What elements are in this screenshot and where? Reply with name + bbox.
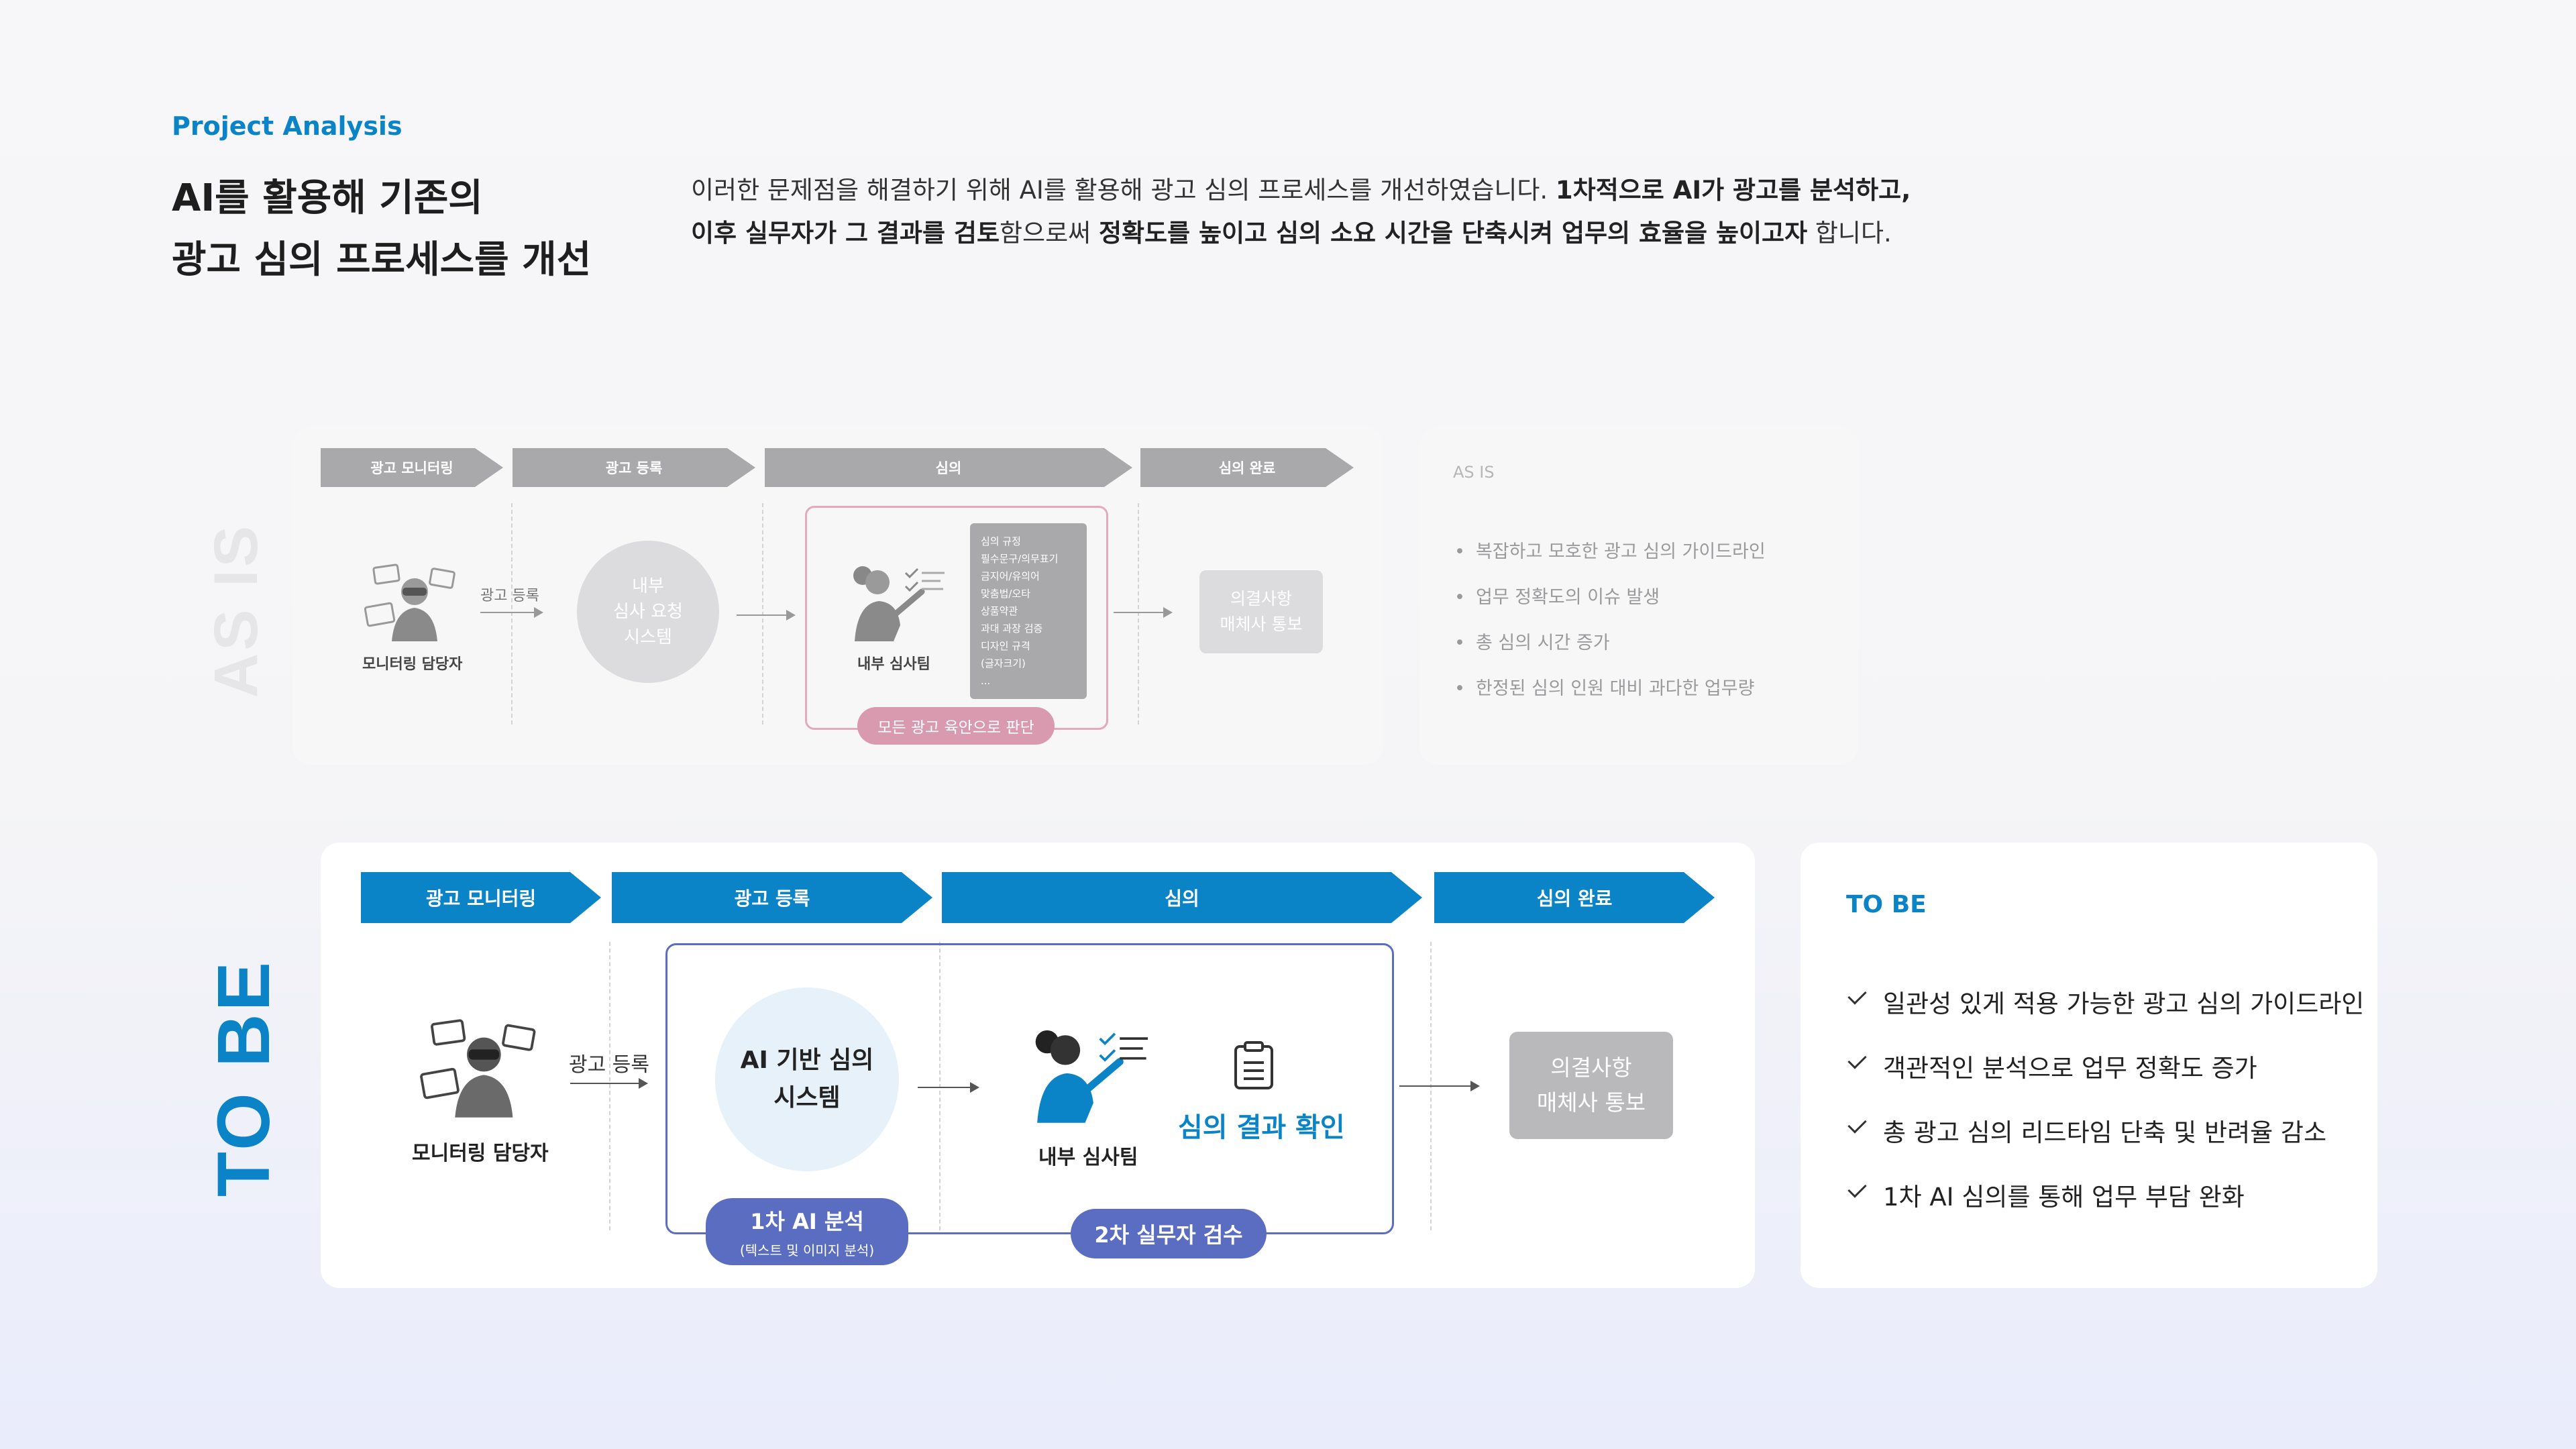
rule-item: 상품약관 — [981, 605, 1018, 617]
result-text: 의결사항 — [1230, 589, 1292, 608]
system-text: 시스템 — [624, 627, 672, 647]
ai-analysis-pill: 1차 AI 분석 (텍스트 및 이미지 분석) — [706, 1198, 908, 1265]
list-item-text: 객관적인 분석으로 업무 정확도 증가 — [1883, 1054, 2257, 1083]
rules-list: 심의 규정 필수문구/의무표기 금지어/유의어 맞춤법/오타 상품약관 과대 과… — [970, 523, 1087, 699]
divider — [762, 503, 763, 724]
desc-line-1: 이러한 문제점을 해결하기 위해 AI를 활용해 광고 심의 프로세스를 개선하… — [691, 169, 1911, 212]
check-result-label: 심의 결과 확인 — [1178, 1112, 1345, 1143]
check-icon — [1847, 1050, 1867, 1069]
system-text: 심사 요청 — [613, 602, 683, 622]
rule-item: (글자크기) — [981, 657, 1026, 669]
team-label: 내부 심사팀 — [1038, 1146, 1138, 1169]
result-text: 매체사 통보 — [1220, 614, 1303, 634]
monitoring-person-icon — [364, 564, 455, 641]
pill-main-text: 1차 AI 분석 — [750, 1208, 864, 1234]
to-be-benefit-list: 일관성 있게 적용 가능한 광고 심의 가이드라인 객관적인 분석으로 업무 정… — [1846, 983, 2364, 1241]
reviewer-icon — [853, 566, 945, 641]
rule-item: 필수문구/의무표기 — [981, 553, 1059, 565]
reviewer-icon — [1035, 1030, 1148, 1123]
description: 이러한 문제점을 해결하기 위해 AI를 활용해 광고 심의 프로세스를 개선하… — [691, 169, 1911, 255]
as-is-stage-complete: 심의 완료 — [1140, 448, 1354, 487]
desc-emphasis: 1차적으로 AI가 광고를 분석하고, — [1555, 176, 1911, 205]
arrow-icon — [918, 1082, 979, 1093]
list-item: 업무 정확도의 이슈 발생 — [1454, 582, 1766, 628]
divider — [511, 503, 513, 724]
desc-emphasis: 이후 실무자가 그 결과를 검토 — [691, 219, 1000, 248]
staff-review-pill: 2차 실무자 검수 — [1071, 1209, 1267, 1258]
monitoring-person-icon — [420, 1019, 536, 1118]
title-line-1: AI를 활용해 기존의 — [172, 176, 483, 220]
to-be-process-box — [665, 943, 1394, 1234]
divider — [609, 942, 610, 1230]
to-be-side-title: TO BE — [1846, 891, 1927, 918]
list-item: 일관성 있게 적용 가능한 광고 심의 가이드라인 — [1846, 983, 2364, 1048]
to-be-stage-review: 심의 — [942, 872, 1422, 923]
list-item: 객관적인 분석으로 업무 정확도 증가 — [1846, 1048, 2364, 1112]
list-item-text: 1차 AI 심의를 통해 업무 부담 완화 — [1883, 1183, 2245, 1212]
section-label: Project Analysis — [172, 111, 402, 141]
result-text: 의결사항 — [1550, 1055, 1632, 1081]
arrow-icon — [1399, 1081, 1480, 1091]
team-label: 내부 심사팀 — [857, 656, 930, 673]
page-title: AI를 활용해 기존의 광고 심의 프로세스를 개선 — [172, 168, 591, 291]
as-is-stage-register: 광고 등록 — [513, 448, 755, 487]
clipboard-icon — [1234, 1041, 1273, 1089]
desc-line-2: 이후 실무자가 그 결과를 검토함으로써 정확도를 높이고 심의 소요 시간을 … — [691, 212, 1911, 255]
as-is-stage-review: 심의 — [765, 448, 1132, 487]
register-arrow-label: 광고 등록 — [569, 1053, 649, 1077]
to-be-side-card — [1801, 843, 2377, 1288]
as-is-side-title: AS IS — [1453, 463, 1495, 482]
as-is-stage-monitoring: 광고 모니터링 — [321, 448, 503, 487]
divider — [939, 942, 941, 1230]
list-item: 복잡하고 모호한 광고 심의 가이드라인 — [1454, 537, 1766, 582]
as-is-issue-list: 복잡하고 모호한 광고 심의 가이드라인 업무 정확도의 이슈 발생 총 심의 … — [1454, 537, 1766, 719]
rule-item: 과대 과장 검증 — [981, 623, 1043, 635]
check-icon — [1847, 1179, 1867, 1198]
divider — [1138, 503, 1139, 724]
desc-emphasis: 정확도를 높이고 심의 소요 시간을 단축시켜 업무의 효율을 높이고자 — [1098, 219, 1808, 248]
ai-system-circle: AI 기반 심의 시스템 — [715, 987, 899, 1171]
list-item-text: 일관성 있게 적용 가능한 광고 심의 가이드라인 — [1883, 989, 2365, 1018]
list-item: 총 광고 심의 리드타임 단축 및 반려율 감소 — [1846, 1112, 2364, 1177]
ai-system-text: AI 기반 심의 — [740, 1046, 874, 1074]
to-be-stage-complete: 심의 완료 — [1434, 872, 1715, 923]
to-be-result-box: 의결사항 매체사 통보 — [1509, 1032, 1673, 1139]
arrow-icon — [570, 1078, 648, 1089]
list-item-text: 총 광고 심의 리드타임 단축 및 반려율 감소 — [1883, 1118, 2327, 1147]
arrow-icon — [480, 607, 543, 618]
rule-item: 심의 규정 — [981, 535, 1021, 547]
desc-text: 함으로써 — [1000, 219, 1099, 248]
check-icon — [1847, 1114, 1867, 1134]
list-item: 총 심의 시간 증가 — [1454, 628, 1766, 674]
ai-system-text: 시스템 — [773, 1084, 841, 1112]
monitor-label: 모니터링 담당자 — [412, 1142, 549, 1165]
title-line-2: 광고 심의 프로세스를 개선 — [172, 238, 592, 282]
rule-item: ... — [981, 675, 991, 687]
register-arrow-label: 광고 등록 — [480, 588, 539, 604]
monitor-label: 모니터링 담당자 — [362, 656, 463, 673]
rule-item: 금지어/유의어 — [981, 570, 1040, 582]
desc-text: 이러한 문제점을 해결하기 위해 AI를 활용해 광고 심의 프로세스를 개선하… — [691, 176, 1556, 205]
arrow-icon — [1114, 607, 1173, 618]
to-be-vertical-label: TO BE — [203, 959, 285, 1197]
request-system-circle: 내부 심사 요청 시스템 — [577, 541, 719, 683]
desc-text: 합니다. — [1807, 219, 1892, 248]
to-be-stage-monitoring: 광고 모니터링 — [361, 872, 601, 923]
arrow-icon — [737, 610, 796, 621]
rule-item: 맞춤법/오타 — [981, 588, 1031, 600]
system-text: 내부 — [632, 576, 664, 596]
visual-judge-pill: 모든 광고 육안으로 판단 — [857, 707, 1055, 745]
result-text: 매체사 통보 — [1536, 1089, 1646, 1116]
to-be-stage-register: 광고 등록 — [612, 872, 932, 923]
check-icon — [1847, 985, 1867, 1005]
as-is-result-box: 의결사항 매체사 통보 — [1199, 570, 1323, 653]
pill-sub-text: (텍스트 및 이미지 분석) — [739, 1242, 875, 1258]
rule-item: 디자인 규격 — [981, 640, 1030, 652]
list-item: 한정된 심의 인원 대비 과다한 업무량 — [1454, 674, 1766, 719]
list-item: 1차 AI 심의를 통해 업무 부담 완화 — [1846, 1177, 2364, 1241]
as-is-vertical-label: AS IS — [202, 523, 270, 698]
